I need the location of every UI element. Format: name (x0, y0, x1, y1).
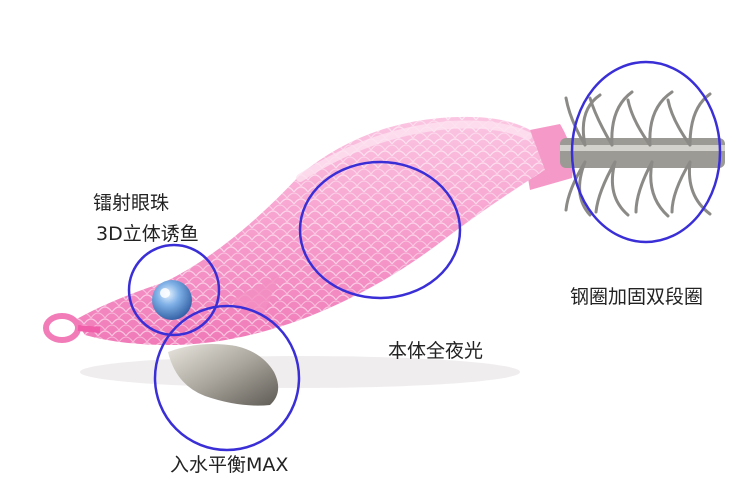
eye-callout-circle (127, 243, 221, 337)
body-highlight (296, 120, 532, 182)
eye-glint (160, 288, 170, 298)
hook-shank-highlight (560, 145, 725, 151)
laser-eye (152, 280, 192, 320)
body-label: 本体全夜光 (388, 340, 484, 362)
hook-callout-circle (570, 60, 722, 244)
eye-label-line2: 3D立体诱鱼 (96, 223, 199, 245)
nose-ring (43, 313, 81, 343)
body-callout-circle (298, 160, 462, 300)
lure-fin (230, 275, 280, 318)
sinker-callout-circle (153, 304, 301, 452)
hook-label: 钢圈加固双段圈 (570, 286, 704, 308)
sinker-label: 入水平衡MAX (170, 454, 289, 476)
nose-ring-link (77, 325, 101, 333)
sinker-plate (168, 344, 279, 406)
eye-label-line1: 镭射眼珠 (93, 192, 170, 214)
